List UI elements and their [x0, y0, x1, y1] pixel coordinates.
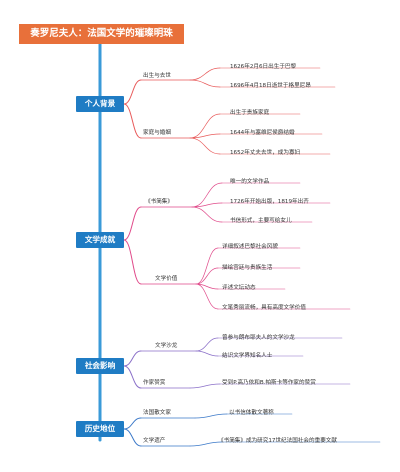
subtopic-prose-writer[interactable]: 法国散文家 — [143, 410, 171, 416]
connector-1-1-leaf-1 — [195, 267, 219, 285]
connector-1-0-leaf-2 — [191, 206, 223, 223]
leaf-literary-circles[interactable]: 评述文坛动态 — [222, 285, 256, 291]
leaf-literary-figures[interactable]: 结识文学界知名人士 — [222, 353, 273, 359]
connector-2-1-leaf-0 — [189, 383, 221, 389]
leaf-rambouillet-salon[interactable]: 曾参与朗布耶夫人的文学沙龙 — [222, 335, 295, 341]
connector-3-0-leaf-0 — [194, 413, 228, 419]
connector-2-0-branch — [123, 350, 142, 367]
leaf-letter-form[interactable]: 书信形式，主要写给女儿 — [230, 218, 292, 224]
connector-3-1-branch — [123, 428, 142, 447]
leaf-paris-society[interactable]: 详细叙述巴黎社会风貌 — [222, 244, 278, 250]
connector-0-1-branch — [123, 103, 142, 139]
category-social-influence[interactable]: 社会影响 — [76, 358, 124, 374]
leaf-court-life[interactable]: 描绘宫廷与贵族生活 — [222, 265, 273, 271]
connector-1-1-leaf-3 — [195, 283, 219, 310]
subtopic-salon[interactable]: 文学沙龙 — [155, 343, 178, 349]
connector-3-1-leaf-0 — [189, 441, 223, 447]
subtopic-family-marriage[interactable]: 家庭与婚姻 — [143, 130, 171, 136]
subtopic-writers-praise[interactable]: 作家赞赏 — [143, 380, 166, 386]
category-literary-achievement[interactable]: 文学成就 — [76, 232, 124, 248]
subtopic-literary-value[interactable]: 文学价值 — [155, 276, 178, 282]
leaf-only-work[interactable]: 唯一的文学作品 — [230, 179, 270, 185]
connector-3-0-branch — [123, 417, 142, 430]
subtopic-letters[interactable]: 《书简集》 — [145, 199, 173, 205]
leaf-noble-family[interactable]: 出生于贵族家庭 — [230, 110, 270, 116]
subtopic-literary-legacy[interactable]: 文学遗产 — [143, 438, 166, 444]
leaf-birth[interactable]: 1626年2月6日出生于巴黎 — [230, 64, 297, 70]
connector-2-0-leaf-1 — [195, 350, 219, 357]
leaf-writing-style[interactable]: 文笔秀丽流畅，具有高度文学价值 — [222, 305, 306, 311]
leaf-marriage[interactable]: 1644年与塞维尼侯爵结婚 — [230, 130, 295, 136]
leaf-historical-document[interactable]: 《书简集》成为研究17世纪法国社会的重要文献 — [218, 438, 337, 444]
connector-1-0-leaf-1 — [191, 202, 223, 208]
connector-2-1-branch — [123, 365, 142, 389]
leaf-epistolary-prose[interactable]: 以书信体散文著称 — [229, 410, 274, 416]
leaf-corneille-pascal[interactable]: 受到P.高乃依和B.帕斯卡等作家的赞赏 — [222, 380, 316, 386]
connector-1-1-leaf-0 — [195, 247, 219, 285]
leaf-widow[interactable]: 1652年丈夫去世，成为寡妇 — [230, 150, 301, 156]
root-topic[interactable]: 奏罗尼夫人：法国文学的璀璨明珠 — [19, 24, 184, 44]
connector-0-0-branch — [123, 79, 142, 105]
connector-0-1-leaf-0 — [189, 113, 221, 139]
category-personal-background[interactable]: 个人背景 — [76, 96, 124, 112]
connector-1-0-leaf-0 — [191, 182, 223, 208]
connector-0-1-leaf-2 — [189, 137, 221, 155]
connector-0-1-leaf-1 — [189, 133, 221, 139]
leaf-publication[interactable]: 1726年开始出版，1819年出齐 — [230, 199, 309, 205]
leaf-death[interactable]: 1696年4月18日逝世于格里尼昂 — [230, 83, 311, 89]
connector-1-1-branch — [123, 239, 142, 285]
subtopic-birth-death[interactable]: 出生与去世 — [143, 73, 171, 79]
connector-2-0-leaf-0 — [195, 337, 219, 352]
category-historical-status[interactable]: 历史地位 — [76, 421, 124, 437]
connector-1-0-branch — [123, 206, 142, 241]
connector-0-0-leaf-0 — [189, 67, 221, 81]
connector-0-0-leaf-1 — [189, 79, 221, 88]
